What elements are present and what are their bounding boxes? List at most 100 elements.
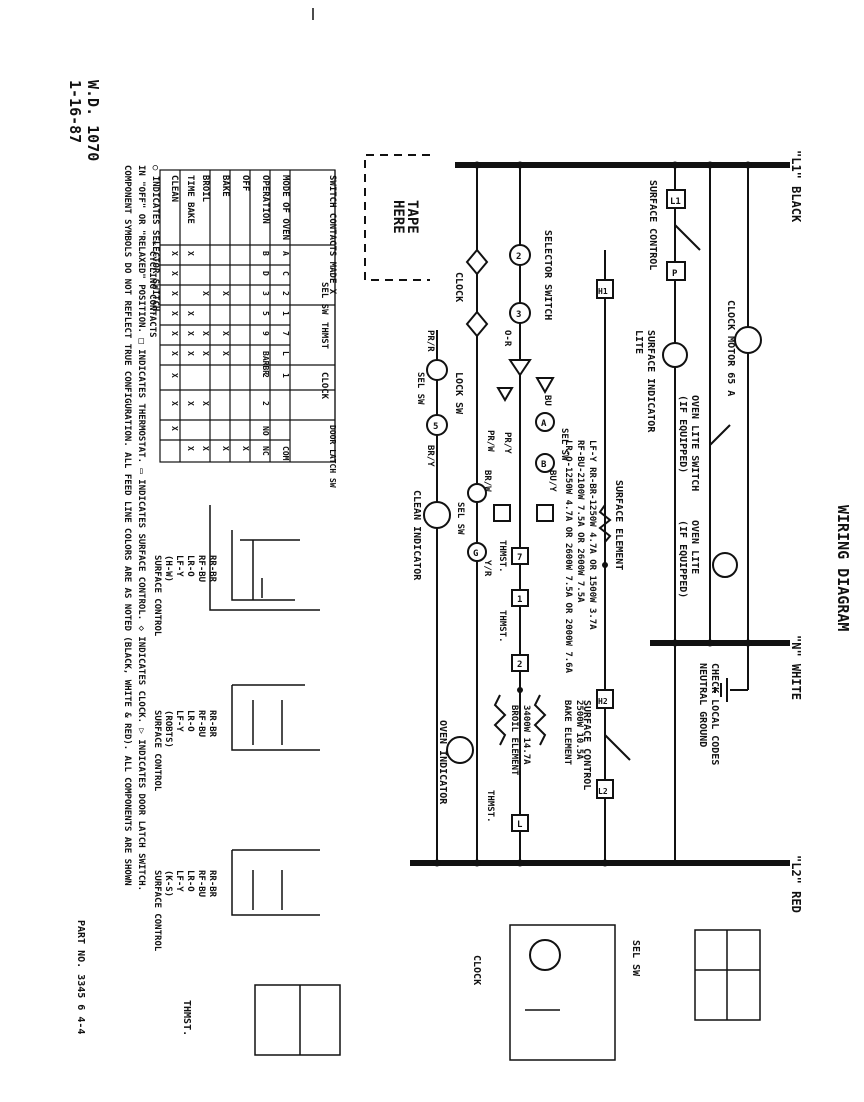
table-cell: NC — [261, 446, 270, 456]
clean-indicator-icon — [423, 501, 451, 529]
clock-1-icon — [465, 248, 489, 276]
svg-text:BU: BU — [542, 395, 552, 406]
sel-sw-label-1: SEL SW — [559, 428, 569, 461]
svg-text:PR/W: PR/W — [485, 430, 495, 452]
door-latch-2-icon — [535, 377, 555, 395]
selector-3-label: 3 — [516, 310, 521, 320]
table-cell: X — [201, 291, 210, 296]
terminal-h2 — [596, 689, 614, 709]
selector-5-icon — [426, 414, 448, 436]
table-cell: X — [170, 251, 179, 256]
table-cell: X — [186, 311, 195, 316]
svg-text:BR/Y: BR/Y — [425, 445, 435, 467]
selector-2-icon — [509, 244, 531, 266]
thmst-label-1: THMST. — [497, 540, 507, 573]
table-cell: C — [281, 271, 290, 276]
tape-here-box — [364, 154, 430, 281]
table-cell: X — [170, 271, 179, 276]
table-cell: X — [201, 401, 210, 406]
surface-control-text: SURFACE CONTROL — [152, 710, 162, 792]
table-cell: X — [221, 291, 230, 296]
table-cell: X — [201, 331, 210, 336]
terminal-h1-label: H1 — [598, 287, 608, 296]
surface-control-2-label: SURFACE CONTROL — [581, 700, 592, 790]
bake-element-icon — [533, 694, 547, 746]
thmst-box-1 — [511, 589, 529, 607]
door-latch-1-icon — [508, 359, 532, 377]
surface-control-text: LR-O — [185, 870, 195, 892]
oven-lite-switch-icon — [709, 424, 731, 446]
table-cell: A — [281, 251, 290, 256]
surface-switch-icon — [674, 224, 701, 251]
clock-label: CLOCK — [453, 272, 464, 302]
table-cell: 1 — [281, 311, 290, 316]
table-cell: X — [186, 446, 195, 451]
element-ratings: LF-Y RR-BR-1250W 4.7A OR 1500W 3.7ARF-BU… — [563, 440, 597, 674]
selector-switch-label: SELECTOR SWITCH — [542, 230, 553, 320]
table-cell: X — [170, 373, 179, 378]
selector-1-icon — [426, 359, 448, 381]
surface-control-label: SURFACE CONTROL — [647, 180, 658, 270]
table-header-thmst: THMST — [319, 322, 329, 350]
diagram-title: WIRING DIAGRAM — [834, 505, 852, 631]
thmst-l-label: L — [517, 820, 523, 830]
table-cell: X — [186, 331, 195, 336]
table-cell: X — [170, 331, 179, 336]
oven-indicator-icon — [446, 736, 474, 764]
surface-control-text: RR-BR — [207, 870, 217, 898]
table-cell: 9 — [261, 331, 270, 336]
surface-control-detail-1 — [209, 505, 320, 611]
sel-dot-icon — [467, 483, 487, 503]
table-cell: X — [221, 351, 230, 356]
sel-b-icon — [535, 453, 555, 473]
clock-detail-label: CLOCK — [471, 955, 482, 985]
thmst-7-label: 7 — [517, 553, 522, 563]
surface-control-detail-2 — [231, 684, 320, 751]
table-cell: 2 — [261, 373, 270, 378]
table-cell: X — [170, 401, 179, 406]
surface-control-text: LF-Y — [174, 710, 184, 732]
tape-here-label: TAPEHERE — [390, 200, 420, 234]
surface-control-text: RF-BU — [196, 870, 206, 897]
clock-motor-icon — [734, 326, 762, 354]
svg-text:BROIL: BROIL — [200, 175, 210, 203]
svg-text:Y/R: Y/R — [482, 560, 492, 577]
switch-contact-table — [159, 169, 336, 463]
table-cell: 7 — [281, 331, 290, 336]
thmst-box-8 — [493, 504, 511, 522]
clock-motor-label: CLOCK MOTOR 65 A — [725, 300, 736, 396]
table-cell: X — [201, 446, 210, 451]
label-n: "N" WHITE — [789, 635, 803, 700]
label-l1: "L1" BLACK — [789, 150, 803, 223]
table-cell: 2 — [281, 291, 290, 296]
terminal-l1 — [666, 189, 686, 209]
surface-indicator-icon — [662, 342, 688, 368]
svg-text:PR/R: PR/R — [425, 330, 435, 352]
oven-lite-switch-label: OVEN LITE SWITCH(IF EQUIPPED) — [677, 395, 700, 491]
surface-control-text: LR-O — [185, 555, 195, 577]
table-header-switch: SWITCH CONTACTS MADE X — [327, 175, 337, 295]
wire-labels: PR/R BR/Y PR/Y BU/Y Y/R BR/W O-R BU PR/W — [425, 330, 557, 577]
sel-a-icon — [535, 412, 555, 432]
table-cell: X — [221, 331, 230, 336]
wd-date: 1-16-87 — [66, 80, 84, 143]
thermostat-detail — [254, 984, 341, 1056]
surface-control-text: LR-O — [185, 710, 195, 732]
oven-indicator-label: OVEN INDICATOR — [437, 720, 448, 805]
surface-element-label: SURFACE ELEMENT — [613, 480, 624, 570]
table-cell: X — [186, 401, 195, 406]
table-cell: B — [261, 251, 270, 256]
clock-2-icon — [465, 310, 489, 338]
thmst-label-3: THMST. — [485, 790, 495, 823]
svg-text:CLEAN: CLEAN — [169, 175, 179, 202]
junction-dots — [433, 161, 752, 867]
table-cell: X — [201, 351, 210, 356]
table-cell: 3 — [261, 291, 270, 296]
surface-control-text: (H-W) — [163, 555, 173, 582]
thmst-box-7 — [511, 547, 529, 565]
surface-control-text: LF-Y — [174, 870, 184, 892]
table-row-labels: MODE OF OVEN OPERATION OFF BAKE BROIL TI… — [169, 175, 290, 240]
